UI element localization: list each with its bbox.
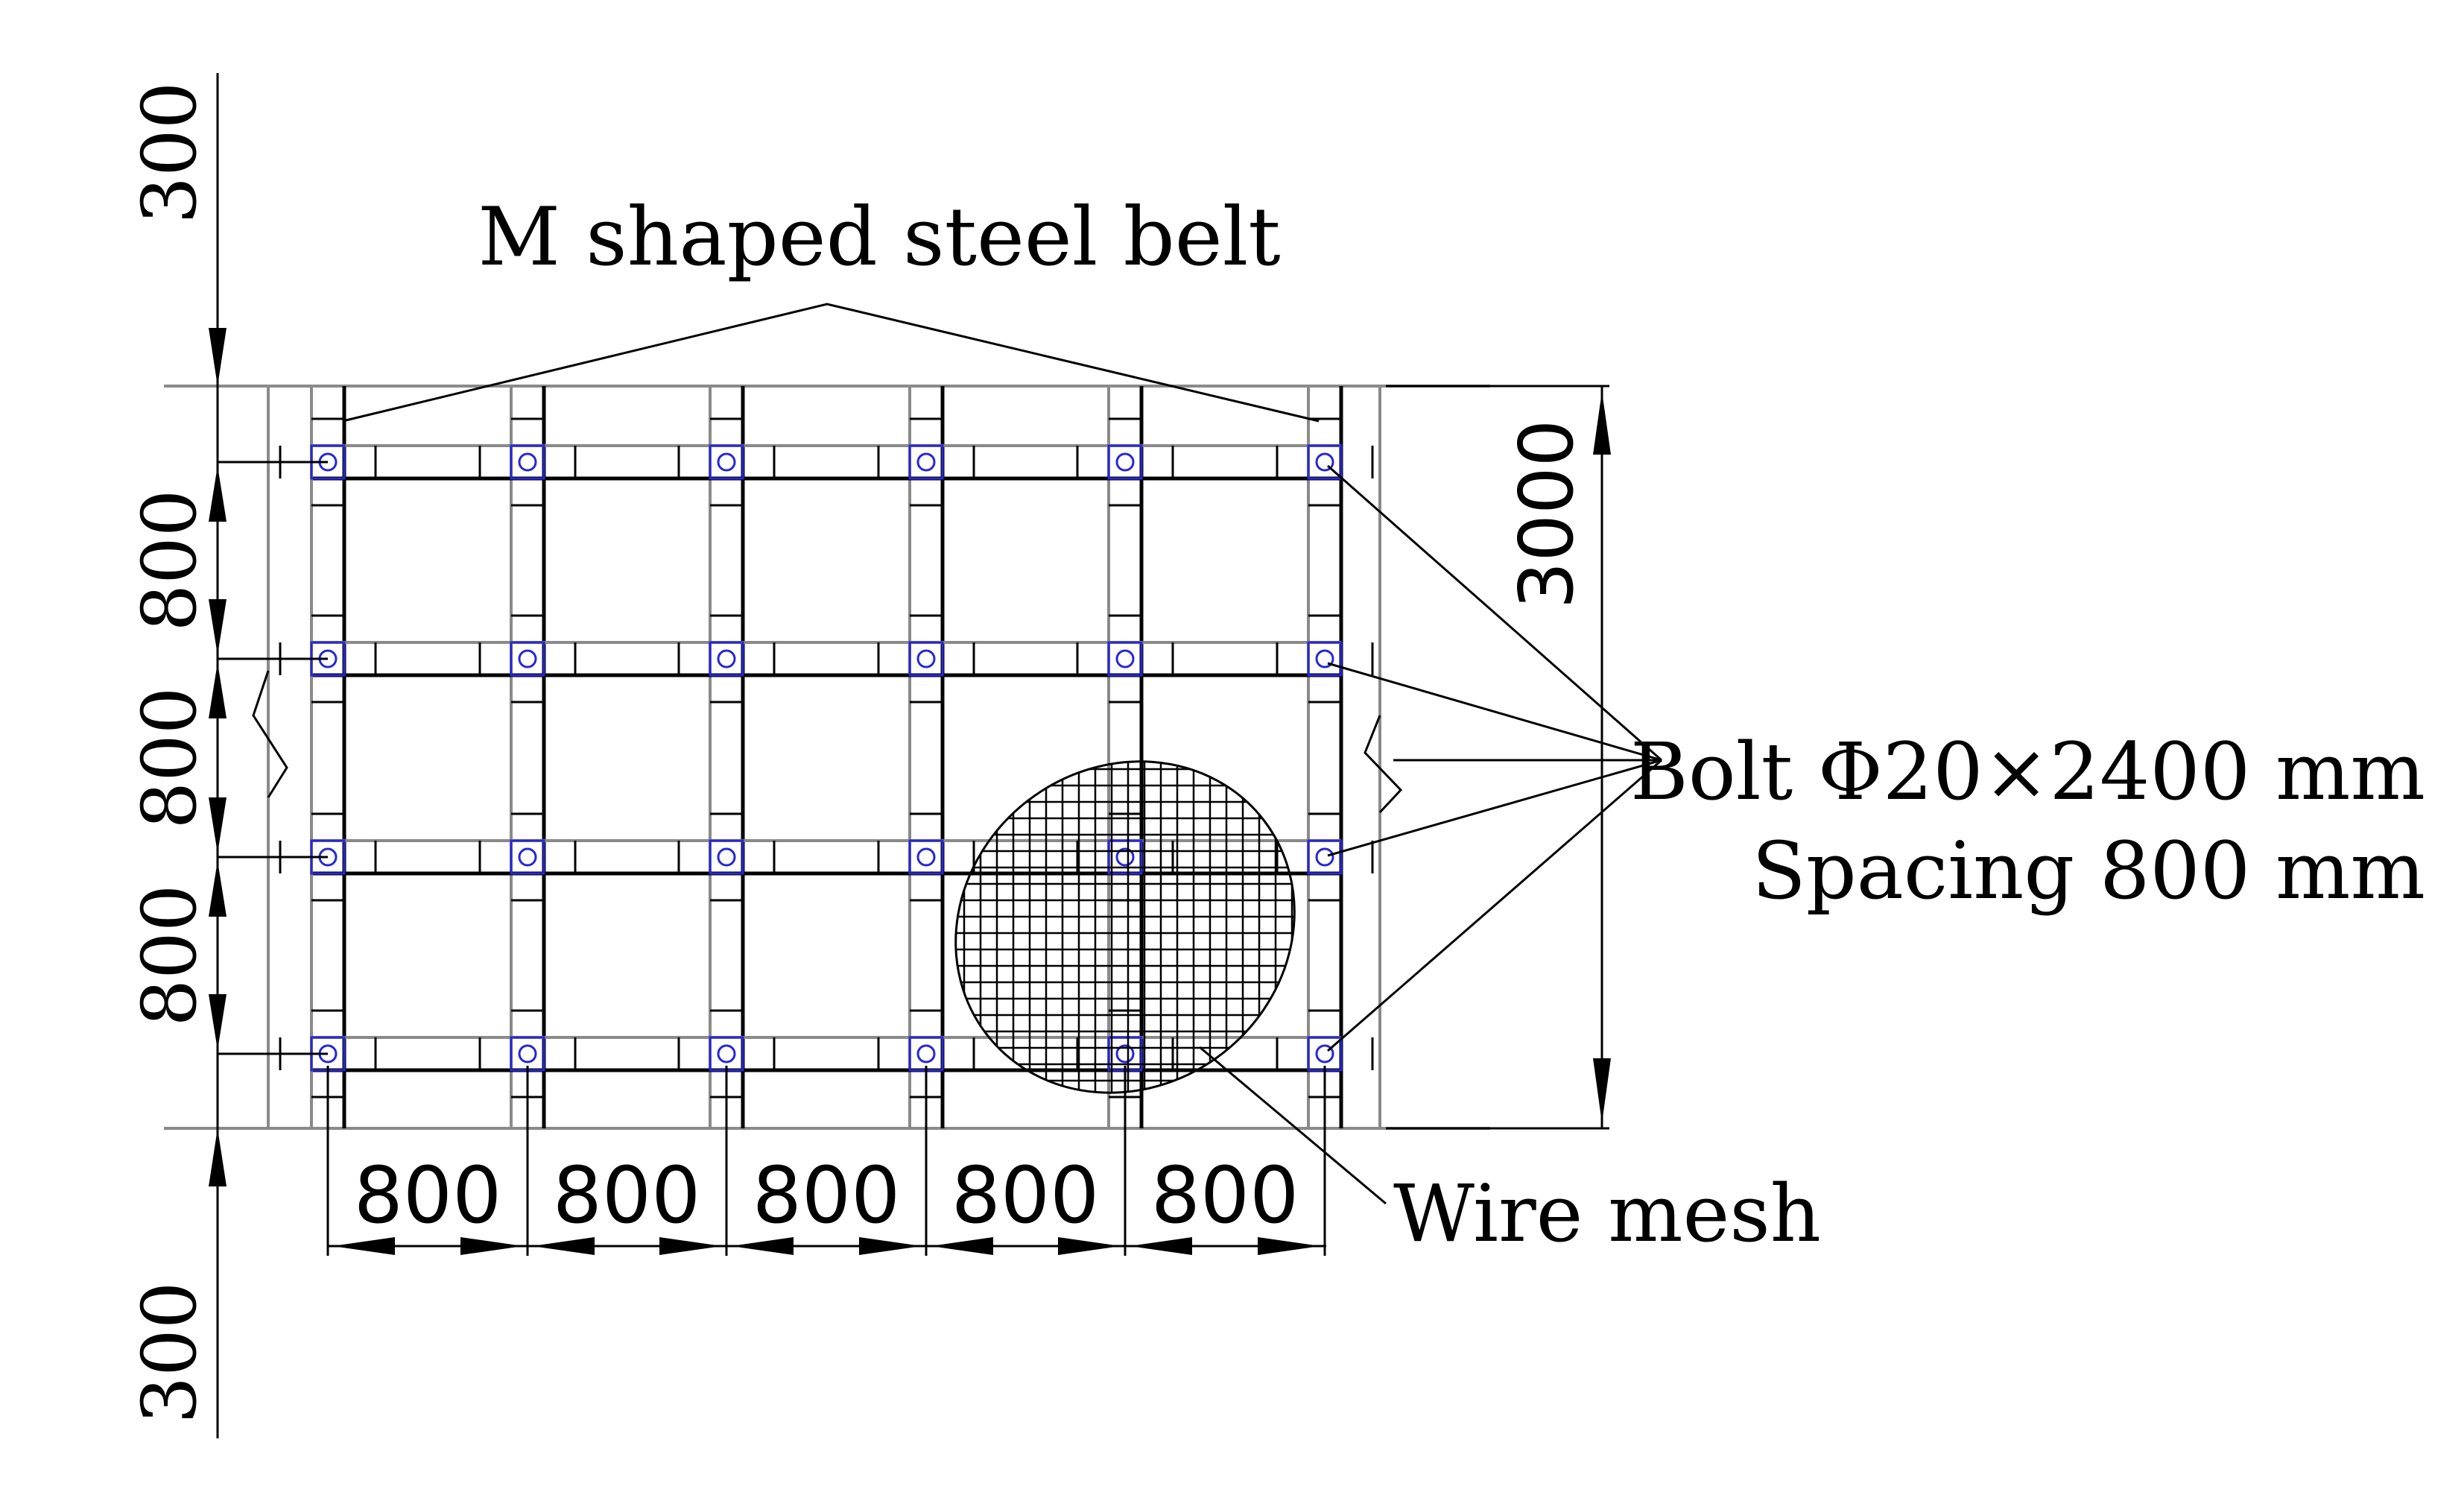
- dimension-lines: [209, 73, 1662, 1438]
- bolt-head: [717, 452, 736, 472]
- steel-belt-label: M shaped steel belt: [478, 191, 1280, 284]
- bolt-head: [518, 847, 537, 867]
- bolt-grid: [310, 444, 1343, 1072]
- dimension-arrow: [332, 1237, 395, 1255]
- dimension-arrow: [931, 1237, 993, 1255]
- bolt-plate: [510, 1036, 545, 1072]
- bolt-plate: [1107, 1036, 1143, 1072]
- wire-mesh-label: Wire mesh: [1393, 1168, 1821, 1259]
- bolt-head: [717, 1044, 736, 1063]
- bolt-plate: [510, 641, 545, 677]
- bolt-spacing-label: Spacing 800 mm: [1752, 825, 2425, 917]
- dimension-arrow: [1130, 1237, 1192, 1255]
- vertical-spacing-dim-1: 800: [126, 490, 213, 632]
- horizontal-spacing-dim-1: 800: [354, 1150, 502, 1241]
- bolt-spec-label: Bolt Φ20×2400 mm: [1630, 726, 2425, 818]
- bolt-head: [717, 649, 736, 669]
- bolt-plate: [908, 641, 944, 677]
- dimension-arrow: [1058, 1237, 1121, 1255]
- bolt-head: [1115, 452, 1135, 472]
- bolt-plate: [908, 444, 944, 480]
- vertical-spacing-dim-2: 800: [126, 687, 213, 829]
- bolt-head: [518, 452, 537, 472]
- bolt-plate: [709, 641, 744, 677]
- vertical-spacing-dim-3: 800: [126, 885, 213, 1027]
- bolt-head: [1315, 452, 1334, 472]
- bolt-head: [1315, 649, 1334, 669]
- bolt-plate: [1307, 839, 1343, 875]
- mesh-outline: [954, 760, 1296, 1094]
- roadway-outline: [164, 385, 1490, 1130]
- bolt-plate: [709, 1036, 744, 1072]
- mesh-grid: [930, 745, 1326, 1118]
- horizontal-spacing-dim-3: 800: [753, 1150, 901, 1241]
- bolt-plate: [510, 444, 545, 480]
- bolt-plate: [709, 839, 744, 875]
- bolt-head: [916, 649, 936, 669]
- bolt-plate: [1307, 444, 1343, 480]
- bolt-head: [916, 847, 936, 867]
- bolt-plate: [908, 839, 944, 875]
- total-height-dim: 3000: [1503, 420, 1590, 610]
- dimension-arrow: [1258, 1237, 1320, 1255]
- horizontal-spacing-dim-5: 800: [1151, 1150, 1299, 1241]
- bolt-head: [518, 1044, 537, 1063]
- bolt-head: [1115, 1044, 1135, 1063]
- bolt-head: [518, 649, 537, 669]
- bolt-plate: [1307, 641, 1343, 677]
- bolt-plate: [1107, 839, 1143, 875]
- bolt-head: [1315, 847, 1334, 867]
- bolt-head: [1315, 1044, 1334, 1063]
- top-margin-dim: 300: [126, 82, 213, 224]
- dimension-arrow: [460, 1237, 523, 1255]
- horizontal-spacing-dim-2: 800: [553, 1150, 701, 1241]
- bolt-plate: [709, 444, 744, 480]
- bolt-head: [916, 452, 936, 472]
- bolt-plate: [908, 1036, 944, 1072]
- dimension-arrow: [532, 1237, 595, 1255]
- dimension-arrow: [731, 1237, 794, 1255]
- bolt-head: [1115, 847, 1135, 867]
- bolt-head: [717, 847, 736, 867]
- bolt-head: [1115, 649, 1135, 669]
- dimension-arrow: [859, 1237, 922, 1255]
- bolt-head: [916, 1044, 936, 1063]
- bolt-plate: [1107, 641, 1143, 677]
- bottom-margin-dim: 300: [126, 1282, 213, 1424]
- horizontal-spacing-dim-4: 800: [951, 1150, 1100, 1241]
- dimension-arrow: [659, 1237, 722, 1255]
- bolt-plate: [1107, 444, 1143, 480]
- m-shaped-steel-belts: [279, 386, 1374, 1128]
- bolt-plate: [510, 839, 545, 875]
